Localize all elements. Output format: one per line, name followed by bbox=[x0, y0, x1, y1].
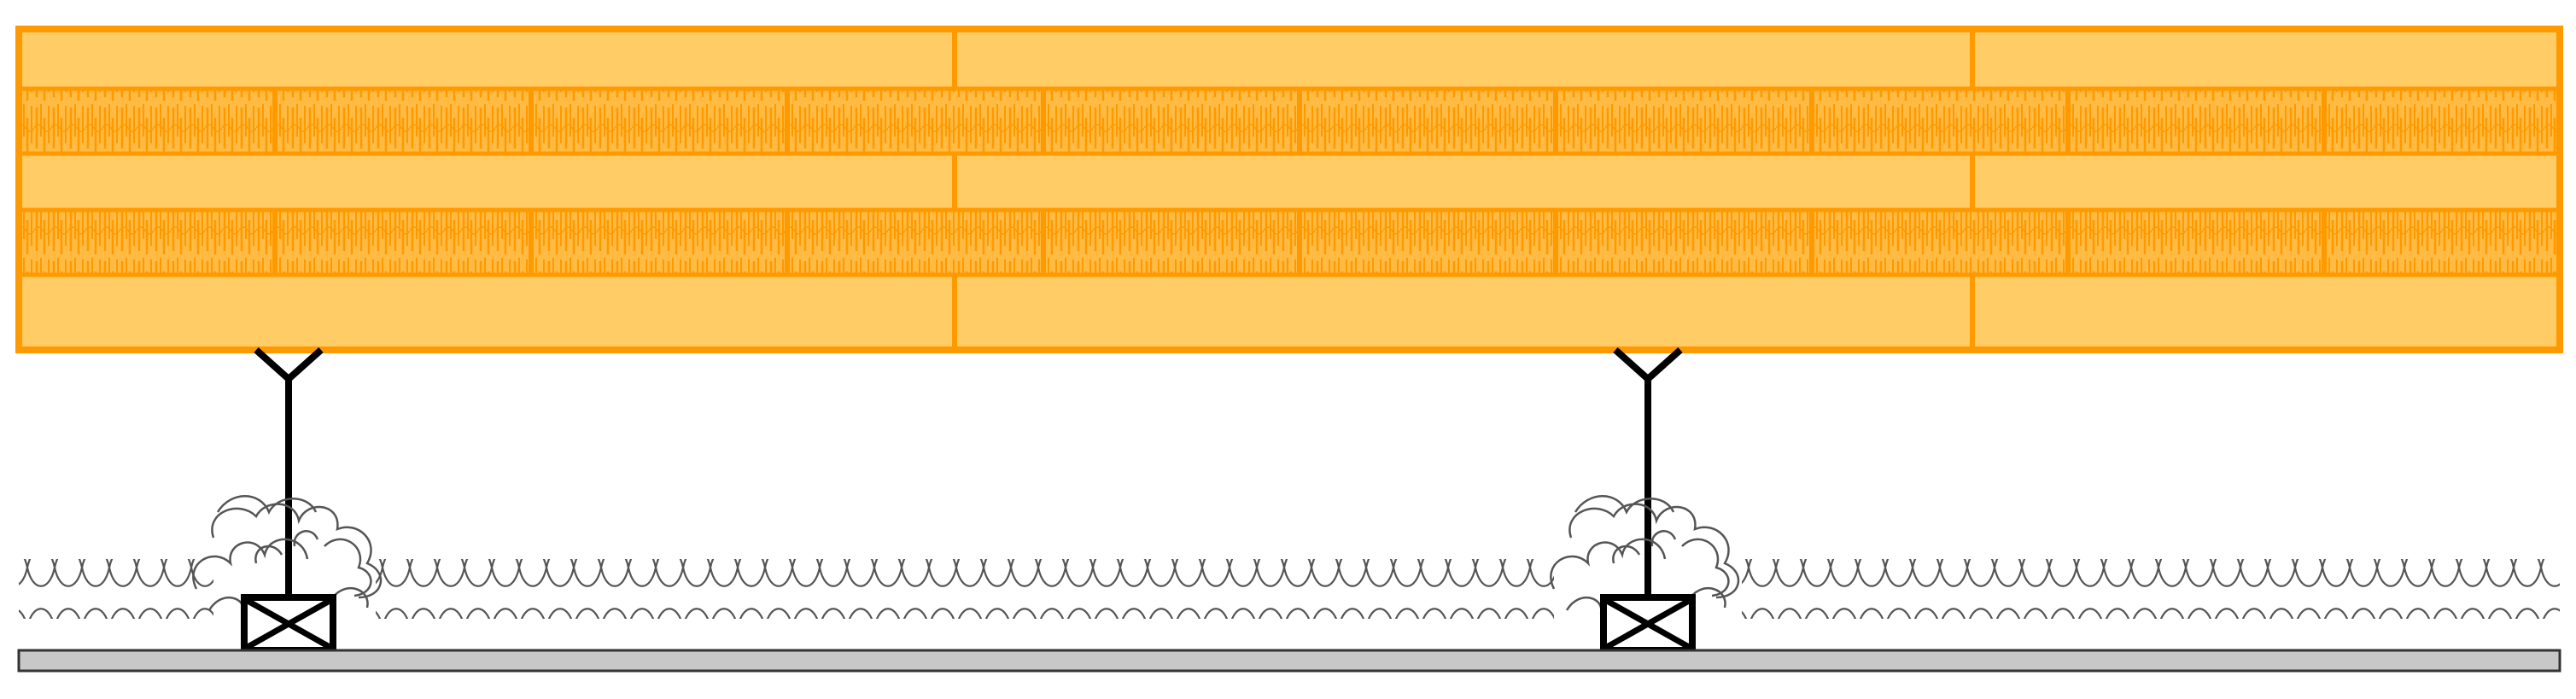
hanger-rods bbox=[254, 347, 1683, 597]
clt-board-layers bbox=[19, 32, 2560, 347]
hanger-left bbox=[254, 347, 324, 597]
cross-layer-joints bbox=[272, 89, 2327, 275]
board-layer-2 bbox=[19, 154, 2560, 210]
insulation-tangle-left bbox=[192, 495, 383, 615]
y-bracket-icon bbox=[254, 347, 324, 384]
clt-border bbox=[15, 26, 2563, 353]
insulation-strip-left bbox=[19, 559, 213, 619]
cross-layer-1 bbox=[16, 86, 2562, 156]
board-layer-1 bbox=[19, 32, 2560, 89]
mounting-blocks bbox=[241, 594, 1696, 654]
board-layer-3 bbox=[19, 275, 2560, 347]
insulation-tangle-right bbox=[1550, 495, 1740, 615]
cross-layer-2 bbox=[16, 207, 2562, 277]
insulation-strip-middle bbox=[376, 559, 1554, 619]
cross-box-icon bbox=[1600, 594, 1696, 654]
insulation-batt bbox=[19, 495, 2560, 619]
suspended-ceiling-board bbox=[17, 649, 2561, 673]
clt-panel bbox=[15, 26, 2563, 353]
cross-box-icon bbox=[241, 594, 336, 654]
hanger-right bbox=[1613, 347, 1683, 597]
insulation-strip-right bbox=[1742, 559, 2560, 619]
y-bracket-icon bbox=[1613, 347, 1683, 384]
